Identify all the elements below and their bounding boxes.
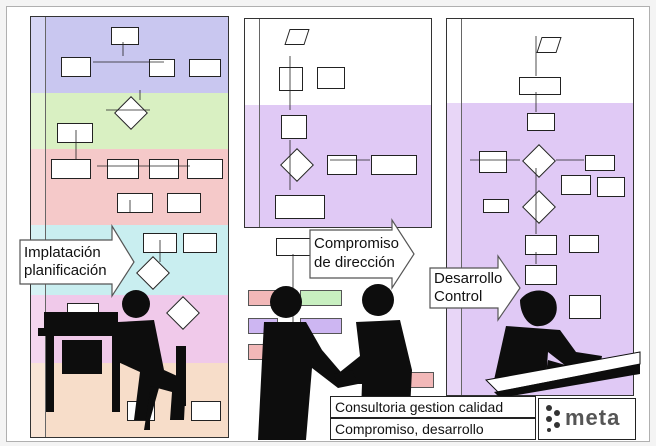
- callout-left-text: Implatación planificación: [24, 244, 107, 279]
- lane-label: [447, 103, 462, 395]
- lane-label: [245, 105, 260, 227]
- flow-box: [479, 151, 507, 173]
- flow-box: [189, 59, 221, 77]
- flow-box: [525, 265, 557, 285]
- lane-label: [447, 19, 462, 63]
- flow-box: [183, 233, 217, 253]
- flow-box: [57, 123, 93, 143]
- logo-text: meta: [565, 405, 621, 430]
- flow-box: [187, 159, 223, 179]
- flow-box: [111, 27, 139, 45]
- meta-logo: meta: [538, 398, 636, 440]
- flow-box: [527, 113, 555, 131]
- flow-box: [275, 195, 325, 219]
- lane-white-2: [245, 53, 431, 106]
- arrow-callout-icon: [309, 217, 415, 291]
- flow-box: [107, 159, 139, 179]
- lane-6: [31, 363, 228, 437]
- callout-right-text: Desarrollo Control: [434, 270, 503, 305]
- middle-flowchart-panel: [244, 18, 432, 228]
- flow-box: [569, 295, 601, 319]
- logo-mark-icon: [543, 403, 563, 433]
- flow-box: [149, 159, 179, 179]
- lane-label: [31, 17, 46, 93]
- lane-label: [31, 363, 46, 437]
- flow-box: [51, 159, 91, 179]
- lane-label: [447, 63, 462, 103]
- footer-line-2: Compromiso, desarrollo: [330, 418, 536, 440]
- lane-label: [245, 19, 260, 53]
- flow-box: [585, 155, 615, 171]
- flow-box: [561, 175, 591, 195]
- footer-line-1: Consultoria gestion calidad: [330, 396, 536, 418]
- lane-label: [31, 93, 46, 149]
- flow-box: [117, 193, 153, 213]
- lane-white-1: [245, 19, 431, 54]
- flow-box: [525, 235, 557, 255]
- flow-box: [149, 59, 175, 77]
- flow-box: [317, 67, 345, 89]
- handshake-silhouette: [258, 284, 412, 440]
- lane-label: [245, 53, 260, 105]
- arrow-callout-icon: [19, 223, 135, 299]
- flow-box: [167, 193, 201, 213]
- flow-document: [279, 67, 303, 91]
- callout-middle-text: Compromiso de dirección: [314, 235, 400, 271]
- flow-box: [61, 57, 91, 77]
- flow-box: [519, 77, 561, 95]
- arrow-callout-icon: [429, 254, 521, 322]
- flow-box: [191, 401, 221, 421]
- lane-label: [31, 149, 46, 225]
- flow-box: [569, 235, 599, 253]
- flow-box: [281, 115, 307, 139]
- flow-box: [483, 199, 509, 213]
- flow-box: [597, 177, 625, 197]
- writing-person-silhouette: [484, 290, 641, 398]
- desk-worker-silhouette: [38, 290, 186, 430]
- flow-box: [371, 155, 417, 175]
